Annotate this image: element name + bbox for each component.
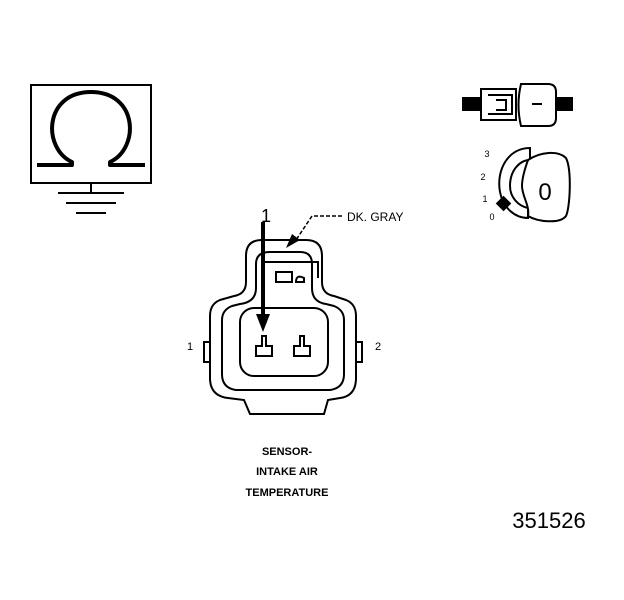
connector-terminal-cavity: [239, 307, 329, 377]
connector-plug-icon: [462, 83, 573, 127]
connector-right-key: [356, 341, 363, 363]
caption-line-2: INTAKE AIR: [256, 466, 318, 478]
probe-arrow-1: [256, 222, 270, 332]
plug-right-wire: [555, 97, 573, 111]
probe-number: 1: [261, 206, 271, 226]
connector-outer-housing: [209, 239, 357, 415]
terminal-1: [255, 335, 273, 357]
switch-position-3: 3: [484, 149, 489, 159]
wire-color-label: DK. GRAY: [347, 210, 403, 224]
terminal-2: [293, 335, 311, 357]
figure-number: 351526: [512, 508, 585, 533]
omega-icon: [37, 90, 145, 167]
switch-position-2: 2: [480, 172, 485, 182]
ohmmeter-symbol: [30, 84, 152, 214]
wire-color-leader: [286, 215, 342, 248]
plug-left-wire: [462, 97, 482, 111]
connector-latch-notch: [261, 261, 319, 278]
connector-latch-slot: [275, 271, 305, 283]
switch-dial-value: 0: [538, 179, 551, 206]
connector-inner-housing: [221, 251, 345, 391]
ohmmeter-frame: [30, 84, 152, 184]
switch-position-1: 1: [482, 194, 487, 204]
sensor-connector: [203, 239, 363, 415]
caption-line-3: TEMPERATURE: [246, 487, 329, 499]
switch-knob: [520, 152, 571, 223]
pin-label-1: 1: [187, 341, 193, 353]
plug-left-latch: [488, 94, 513, 115]
connector-left-key: [203, 341, 210, 363]
leader-arrow-icon: [286, 234, 300, 248]
arrow-down-icon: [256, 314, 270, 332]
pin-label-2: 2: [375, 341, 381, 353]
caption-line-1: SENSOR-: [262, 446, 312, 458]
selector-switch-icon: [495, 146, 571, 223]
switch-position-0: 0: [489, 212, 494, 222]
plug-left-body: [480, 88, 517, 121]
switch-pointer: [495, 195, 512, 212]
